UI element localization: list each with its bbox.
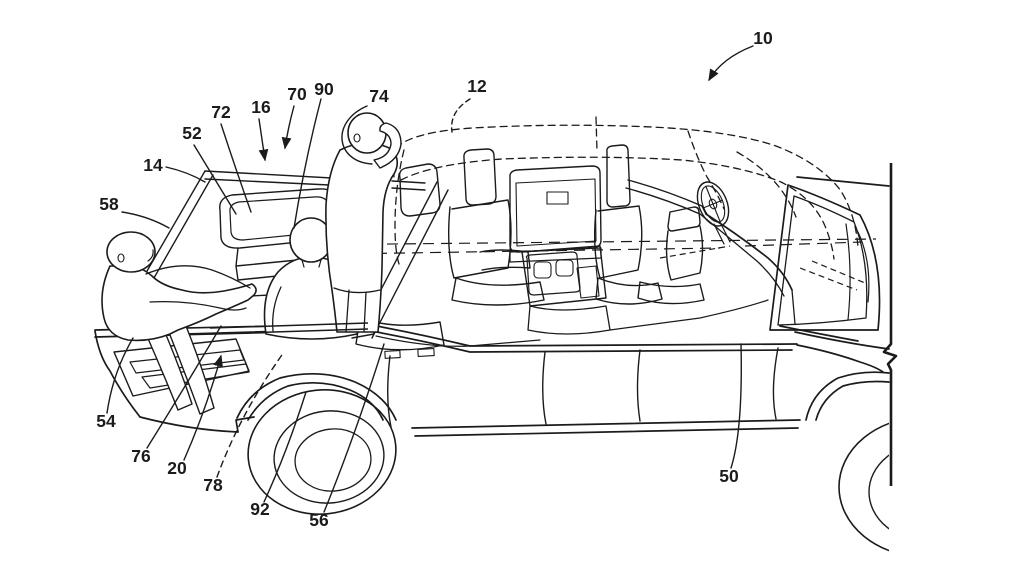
ref-label-76: 76 [131, 446, 151, 466]
ref-label-54: 54 [96, 411, 116, 431]
leader-54 [106, 337, 134, 414]
vehicle-body [94, 176, 890, 437]
ref-label-92: 92 [250, 499, 270, 519]
leader-14 [165, 166, 206, 183]
ref-label-58: 58 [99, 194, 119, 214]
ref-label-10: 10 [753, 28, 773, 48]
occupants [101, 112, 402, 415]
leader-90 [293, 98, 322, 229]
cab-interior [355, 144, 769, 351]
leader-92 [263, 391, 307, 503]
occupant-standing [325, 112, 402, 333]
leader-10 [708, 45, 754, 82]
rear-window-panel [509, 165, 602, 253]
ref-label-20: 20 [167, 458, 187, 478]
leader-52 [193, 144, 237, 215]
ref-label-12: 12 [467, 76, 487, 96]
ref-label-52: 52 [182, 123, 202, 143]
break-line [882, 163, 898, 486]
beltline-dashed [296, 238, 877, 291]
leader-72 [220, 123, 252, 213]
leader-16 [258, 118, 269, 162]
bed-rail-overlay [209, 322, 369, 335]
ref-label-16: 16 [251, 97, 271, 117]
ref-label-72: 72 [211, 102, 231, 122]
ref-label-78: 78 [203, 475, 223, 495]
reference-numerals: 10 12 74 90 70 16 72 52 14 58 54 76 20 7… [96, 28, 773, 530]
leader-50 [730, 343, 742, 469]
leader-56 [323, 343, 385, 513]
sport-bar [204, 170, 351, 187]
ref-label-56: 56 [309, 510, 329, 530]
occupant-leaning [101, 231, 257, 415]
ref-label-70: 70 [287, 84, 307, 104]
leader-20 [183, 354, 223, 461]
leader-12 [450, 98, 471, 133]
leader-lines [106, 45, 754, 513]
ref-label-14: 14 [143, 155, 163, 175]
front-wheel [838, 422, 889, 552]
leader-70 [281, 105, 295, 150]
leader-76 [146, 325, 222, 449]
leader-58 [121, 211, 170, 229]
ref-label-50: 50 [719, 466, 739, 486]
leader-78 [216, 351, 285, 478]
ref-label-74: 74 [369, 86, 389, 106]
rear-wheel [247, 389, 397, 515]
seat-headrest [398, 163, 441, 217]
center-console [521, 245, 607, 307]
ref-label-90: 90 [314, 79, 334, 99]
steering-wheel [696, 181, 730, 227]
leader-74 [341, 105, 373, 165]
